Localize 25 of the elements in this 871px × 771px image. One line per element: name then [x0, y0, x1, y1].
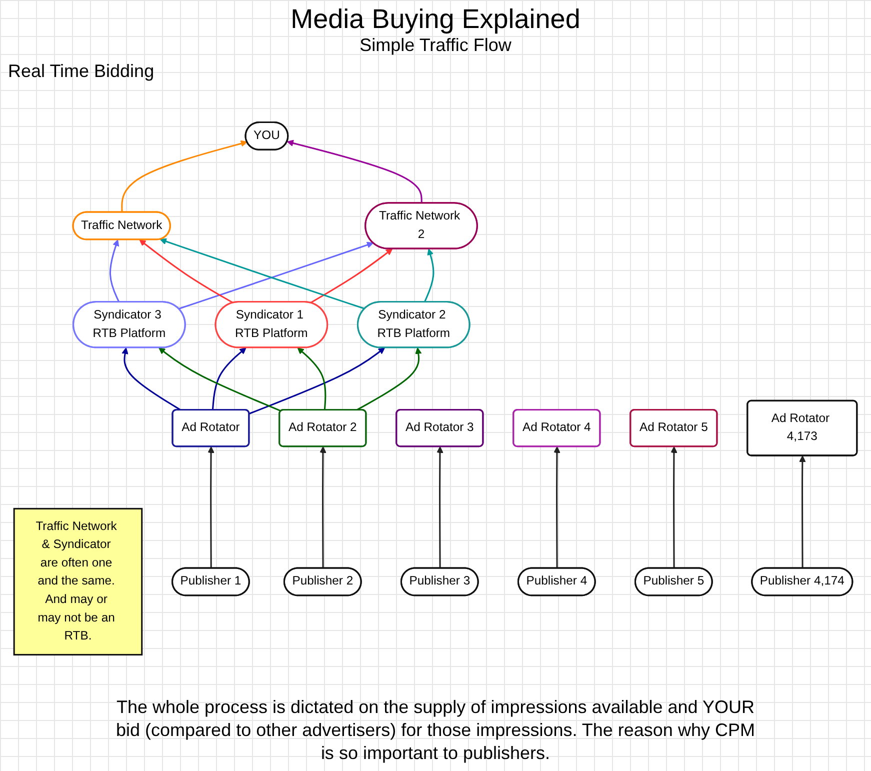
arrow: [158, 348, 282, 412]
arrow: [121, 140, 248, 212]
arrow: [436, 446, 444, 568]
node-box: Traffic Network & Syndicator are often one and the same. And may or may not be an RTB.: [13, 508, 143, 656]
diagram-title: Media Buying Explained: [290, 4, 580, 35]
arrow: [320, 446, 326, 568]
caption: The whole process is dictated on the supply of impressions available and YOUR bid (compared to other advertisers) for those impressions. The reason why CPM is so important to publishers.: [116, 696, 756, 765]
arrow: [554, 446, 560, 568]
subtitle: Simple Traffic Flow: [360, 35, 512, 56]
arrow: [356, 348, 422, 411]
arrow: [109, 240, 120, 302]
arrow: [139, 240, 234, 304]
arrow: [160, 238, 366, 310]
section-heading: Real Time Bidding: [8, 61, 154, 82]
arrow: [310, 248, 393, 304]
arrow: [208, 446, 214, 568]
arrow: [297, 348, 326, 410]
arrow: [799, 456, 806, 568]
arrow: [122, 348, 182, 411]
arrow: [670, 446, 678, 568]
arrow: [286, 140, 422, 204]
arrow: [212, 348, 246, 410]
arrow: [178, 242, 374, 310]
arrow: [424, 248, 434, 302]
arrow: [249, 348, 385, 414]
